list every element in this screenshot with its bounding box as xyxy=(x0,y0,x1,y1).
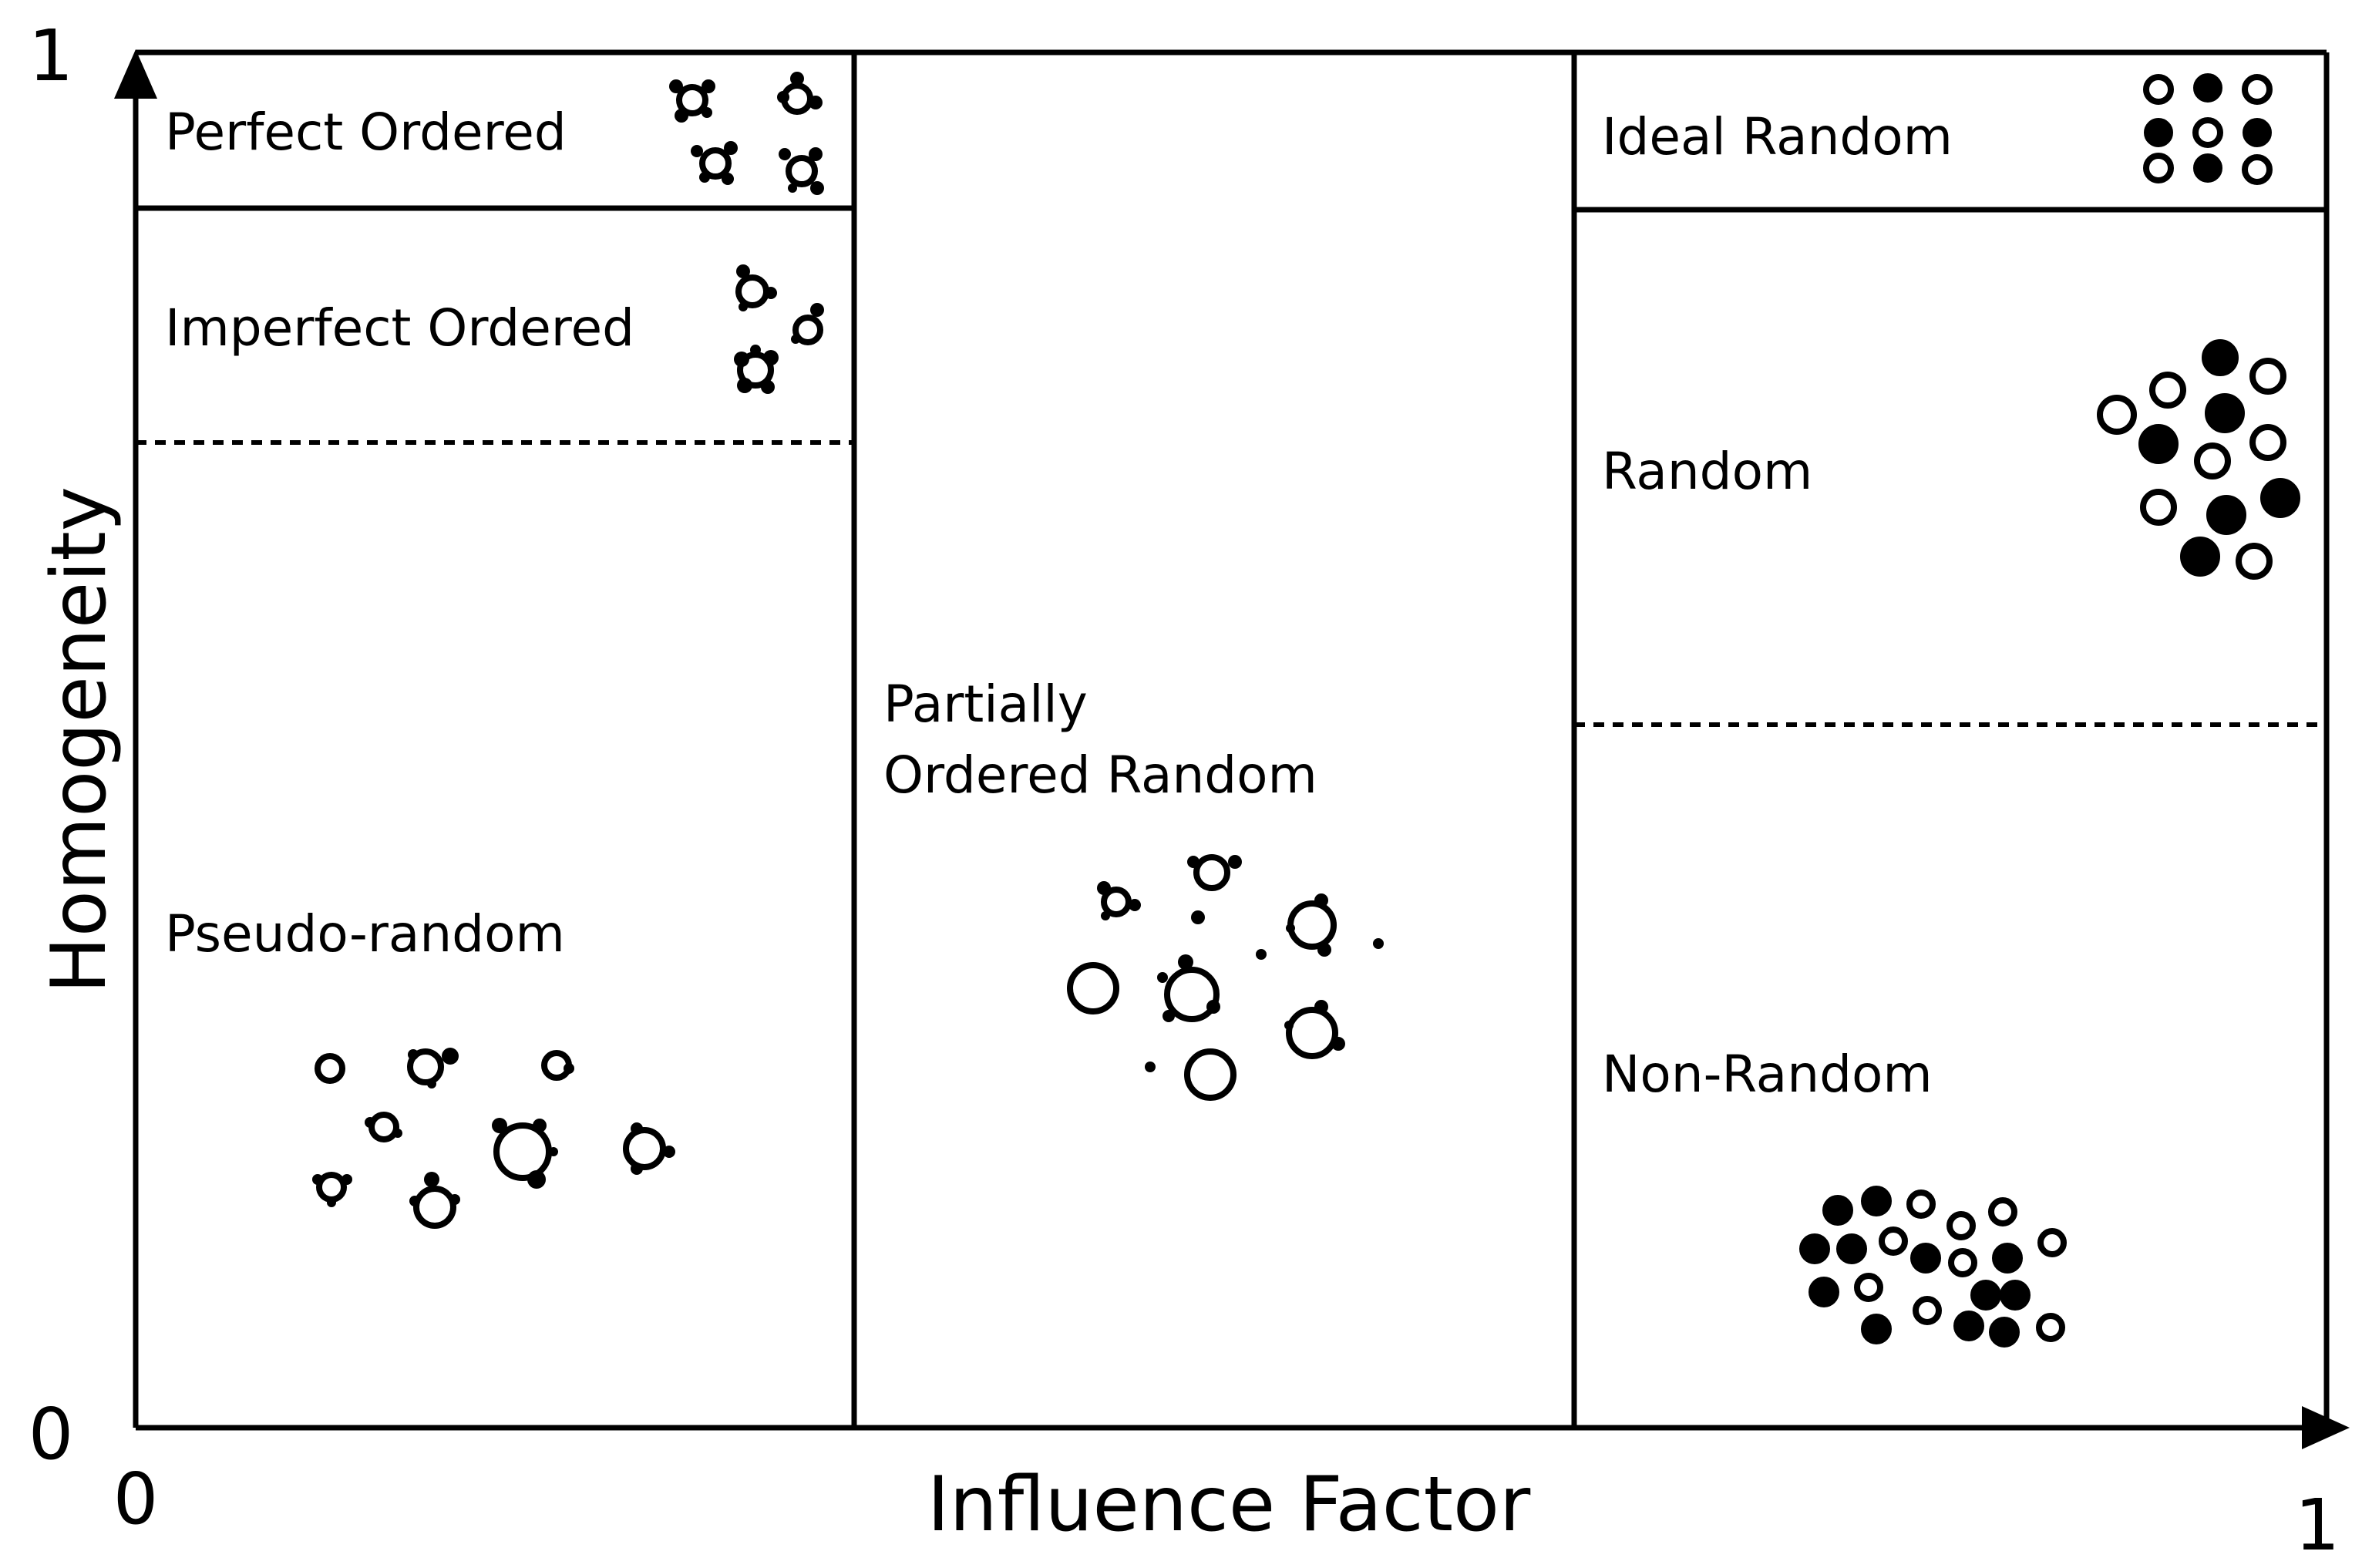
random-particles xyxy=(2097,339,2300,580)
y-max-label: 1 xyxy=(29,15,74,97)
y-axis-title: Homogeneity xyxy=(35,486,123,994)
pseudo-random-particles xyxy=(312,1048,675,1229)
y-axis-arrowhead xyxy=(114,49,157,99)
imperfect-ordered-particles xyxy=(734,264,824,394)
region-dividers xyxy=(136,52,2327,1428)
x-max-label: 1 xyxy=(2295,1484,2340,1566)
region-label-random: Random xyxy=(1602,442,1812,501)
region-label-partially-line-2: Ordered Random xyxy=(883,745,1317,805)
region-label-non-random: Non-Random xyxy=(1602,1045,1933,1104)
region-label-imperfect-ordered: Imperfect Ordered xyxy=(165,298,634,358)
partially-ordered-random-particles xyxy=(1067,854,1384,1101)
perfect-ordered-particles xyxy=(669,72,824,195)
axes xyxy=(114,49,2350,1449)
y-min-label: 0 xyxy=(29,1393,74,1475)
region-label-perfect-ordered: Perfect Ordered xyxy=(165,103,567,162)
x-min-label: 0 xyxy=(113,1458,159,1540)
region-label-ideal-random: Ideal Random xyxy=(1602,107,1953,167)
region-label-partially-line-1: Partially xyxy=(883,675,1088,734)
ideal-random-particles xyxy=(2143,73,2273,185)
x-axis-title: Influence Factor xyxy=(927,1461,1531,1549)
region-label-pseudo-random: Pseudo-random xyxy=(165,904,565,964)
non-random-particles xyxy=(1799,1186,2067,1348)
